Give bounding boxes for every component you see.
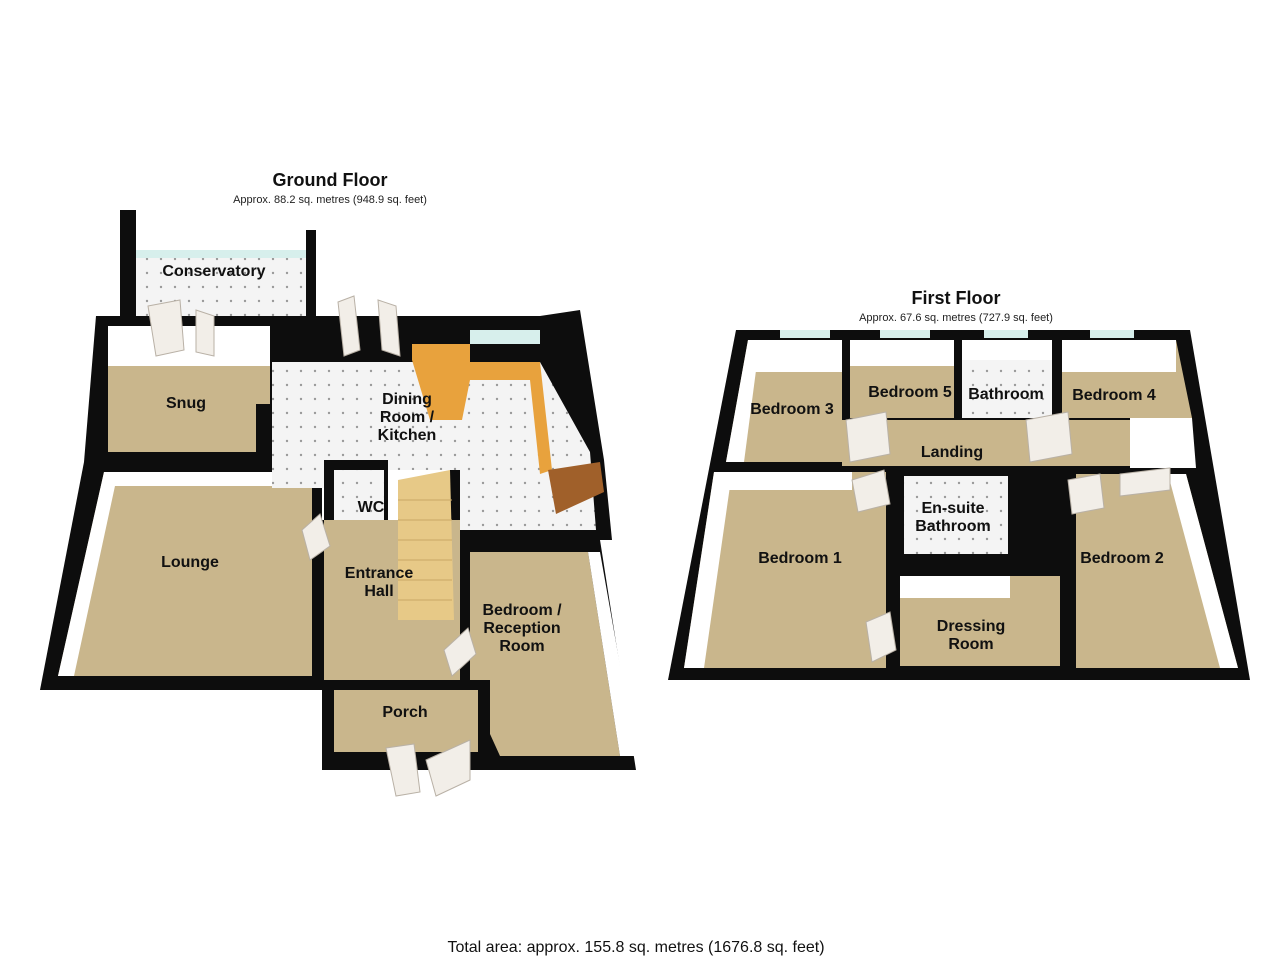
room-porch	[322, 680, 490, 797]
room-bedroom-4	[1062, 340, 1196, 468]
ground-floor-doors	[147, 295, 477, 797]
room-ensuite-bathroom	[896, 470, 1014, 560]
label-bedroom-4: Bedroom 4	[1072, 387, 1156, 404]
label-wc: WC	[358, 499, 385, 516]
label-bedroom-reception-1: Bedroom /	[482, 602, 562, 619]
label-dining-kitchen-2: Room /	[380, 409, 435, 426]
label-conservatory: Conservatory	[162, 263, 265, 280]
label-dressing-1: Dressing	[937, 618, 1005, 635]
label-entrance-hall-1: Entrance	[345, 565, 414, 582]
total-area: Total area: approx. 155.8 sq. metres (16…	[447, 939, 824, 956]
label-bedroom-2: Bedroom 2	[1080, 550, 1164, 567]
ground-floor	[40, 210, 636, 797]
first-floor-title: First Floor	[912, 288, 1001, 308]
label-entrance-hall-2: Hall	[364, 583, 393, 600]
label-ensuite-2: Bathroom	[915, 518, 991, 535]
room-bedroom-2	[1076, 474, 1238, 668]
room-snug	[84, 316, 330, 462]
first-floor	[668, 330, 1250, 680]
label-bathroom: Bathroom	[968, 386, 1044, 403]
label-bedroom-3: Bedroom 3	[750, 401, 834, 418]
ground-floor-title: Ground Floor	[273, 170, 388, 190]
label-dining-kitchen-1: Dining	[382, 391, 432, 408]
room-entrance-hall	[314, 470, 460, 680]
label-bedroom-reception-2: Reception	[483, 620, 560, 637]
first-floor-area: Approx. 67.6 sq. metres (727.9 sq. feet)	[859, 312, 1053, 324]
label-bedroom-5: Bedroom 5	[868, 384, 952, 401]
label-ensuite-1: En-suite	[921, 500, 984, 517]
label-snug: Snug	[166, 395, 206, 412]
room-dining-kitchen	[272, 310, 612, 540]
room-dressing-room	[890, 566, 1066, 672]
label-dining-kitchen-3: Kitchen	[378, 427, 437, 444]
room-bedroom-reception	[460, 540, 636, 770]
label-porch: Porch	[382, 704, 427, 721]
label-bedroom-reception-3: Room	[499, 638, 544, 655]
room-bedroom-1	[684, 472, 886, 668]
room-bedroom-3	[726, 340, 842, 462]
label-bedroom-1: Bedroom 1	[758, 550, 842, 567]
room-bathroom	[962, 340, 1052, 418]
label-lounge: Lounge	[161, 554, 219, 571]
label-dressing-2: Room	[948, 636, 993, 653]
room-bedroom-5	[850, 340, 954, 418]
ground-floor-area: Approx. 88.2 sq. metres (948.9 sq. feet)	[233, 194, 427, 206]
label-landing: Landing	[921, 444, 983, 461]
first-floor-doors	[845, 411, 1171, 663]
room-wc	[324, 460, 388, 520]
first-floor-windows	[780, 330, 1134, 338]
room-lounge	[40, 462, 322, 690]
